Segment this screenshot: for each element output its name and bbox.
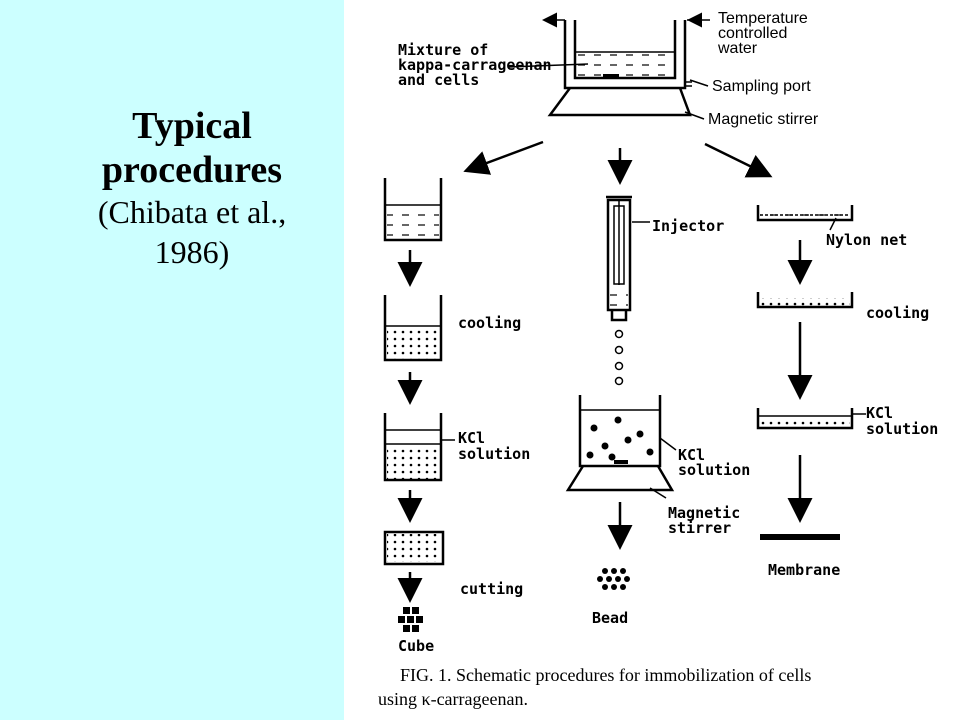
right-column xyxy=(756,205,866,540)
middle-kcl-label-2: solution xyxy=(678,461,750,479)
bead-pile xyxy=(597,568,630,590)
title-line-2: procedures xyxy=(101,149,283,191)
right-kcl-label-1: KCl xyxy=(866,404,893,422)
mixture-label-1: Mixture of xyxy=(398,41,488,59)
middle-kcl-label-1: KCl xyxy=(678,446,705,464)
right-kcl-label-2: solution xyxy=(866,420,938,438)
magnetic-stirrer-label: Magnetic stirrer xyxy=(708,111,819,128)
sampling-port-label: Sampling port xyxy=(712,78,811,95)
temperature-label-1: Temperature xyxy=(718,10,808,27)
left-cooling-label: cooling xyxy=(458,314,521,332)
middle-stirrer-label-1: Magnetic xyxy=(668,504,740,522)
cube-pile xyxy=(398,607,423,632)
mixture-label-2: kappa-carrageenan xyxy=(398,56,552,74)
right-cooling-label: cooling xyxy=(866,304,929,322)
cube-label: Cube xyxy=(398,637,434,655)
figure-caption-line-2: using κ-carrageenan. xyxy=(378,689,528,709)
figure-caption-line-1: FIG. 1. Schematic procedures for immobil… xyxy=(400,665,811,685)
figure-panel: Mixture of kappa-carrageenan and cells T… xyxy=(344,0,960,720)
temperature-label-3: water xyxy=(717,40,758,57)
left-kcl-label-1: KCl xyxy=(458,429,485,447)
procedure-diagram: Mixture of kappa-carrageenan and cells T… xyxy=(378,10,938,709)
title-panel: Typical procedures (Chibata et al., 1986… xyxy=(0,0,344,720)
injector-label: Injector xyxy=(652,217,724,235)
title-citation-2: 1986) xyxy=(154,234,230,270)
cutting-label: cutting xyxy=(460,580,523,598)
mixture-label-3: and cells xyxy=(398,71,479,89)
left-column xyxy=(383,178,455,603)
membrane-sheet xyxy=(760,534,840,540)
middle-stirrer-label-2: stirrer xyxy=(668,519,731,537)
top-vessel xyxy=(542,12,710,117)
temperature-label-2: controlled xyxy=(718,25,787,42)
branch-arrow-right xyxy=(704,142,773,178)
left-kcl-label-2: solution xyxy=(458,445,530,463)
title-line-1: Typical xyxy=(132,105,252,147)
branch-arrow-left xyxy=(463,140,544,175)
bead-label: Bead xyxy=(592,609,628,627)
slide-title: Typical procedures (Chibata et al., 1986… xyxy=(40,104,344,272)
membrane-label: Membrane xyxy=(768,561,840,579)
middle-column xyxy=(565,195,677,550)
title-citation-1: (Chibata et al., xyxy=(97,194,287,230)
nylon-net-label: Nylon net xyxy=(826,231,907,249)
